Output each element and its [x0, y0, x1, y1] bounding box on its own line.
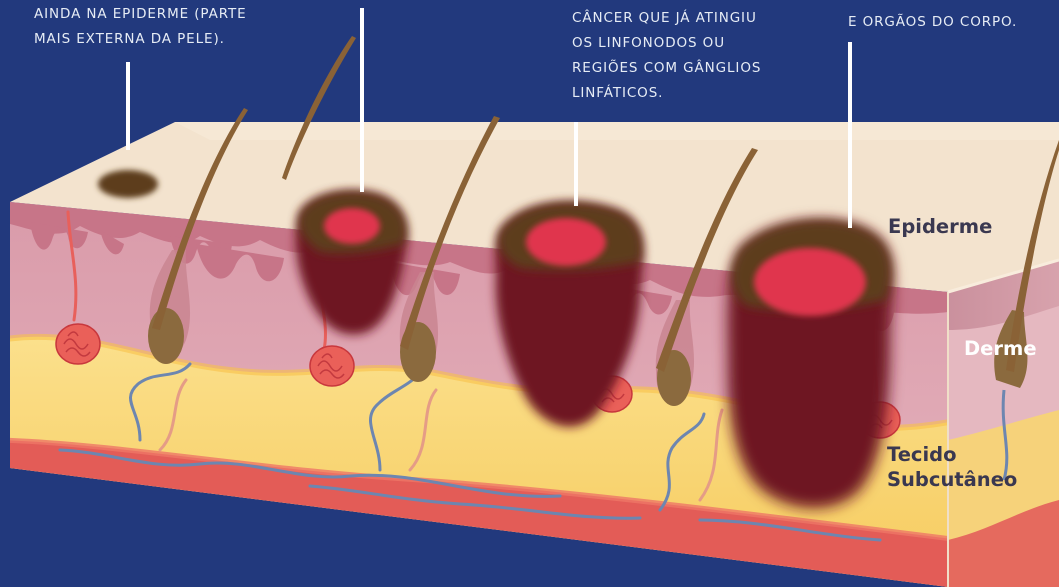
caption-line: LINFÁTICOS.: [572, 81, 761, 106]
label-epidermis: Epiderme: [888, 214, 992, 239]
caption-line: OS LINFONODOS OU: [572, 31, 761, 56]
caption-line: AINDA NA EPIDERME (PARTE: [34, 2, 247, 27]
caption-line: REGIÕES COM GÂNGLIOS: [572, 56, 761, 81]
caption-line: E ORGÃOS DO CORPO.: [848, 10, 1017, 35]
caption-stage-3: CÂNCER QUE JÁ ATINGIU OS LINFONODOS OU R…: [572, 6, 761, 106]
caption-stage-4: E ORGÃOS DO CORPO.: [848, 10, 1017, 35]
caption-line: CÂNCER QUE JÁ ATINGIU: [572, 6, 761, 31]
melanoma-stage-0: [98, 170, 158, 198]
label-subcutaneous-line1: Tecido: [887, 442, 1017, 467]
label-dermis: Derme: [964, 336, 1037, 361]
label-subcutaneous-line2: Subcutâneo: [887, 467, 1017, 492]
melanoma-stage-4: [728, 221, 893, 508]
caption-line: MAIS EXTERNA DA PELE).: [34, 27, 247, 52]
label-subcutaneous: Tecido Subcutâneo: [887, 442, 1017, 492]
caption-stage-0: AINDA NA EPIDERME (PARTE MAIS EXTERNA DA…: [34, 2, 247, 52]
